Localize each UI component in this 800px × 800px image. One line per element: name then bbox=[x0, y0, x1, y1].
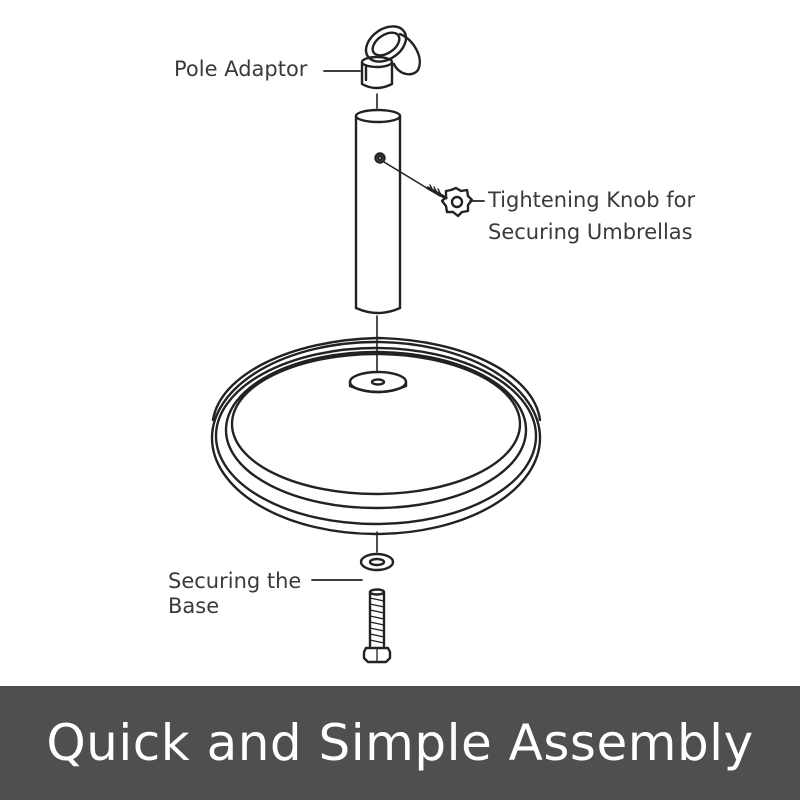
top-washer bbox=[348, 370, 408, 394]
umbrella-base bbox=[210, 336, 542, 536]
assembly-diagram bbox=[210, 25, 542, 664]
label-pole-adaptor: Pole Adaptor bbox=[174, 57, 308, 81]
tightening-knob bbox=[383, 161, 474, 218]
pole-tube bbox=[354, 108, 402, 315]
banner-title: Quick and Simple Assembly bbox=[46, 714, 754, 772]
label-tightening-knob-line2: Securing Umbrellas bbox=[488, 220, 693, 244]
pole-adaptor bbox=[360, 25, 421, 90]
label-tightening-knob-line1: Tightening Knob for bbox=[488, 188, 696, 212]
label-securing-base-line2: Base bbox=[168, 594, 220, 618]
base-bolt bbox=[362, 588, 392, 664]
title-banner: Quick and Simple Assembly bbox=[0, 686, 800, 800]
label-securing-base-line1: Securing the bbox=[168, 569, 302, 593]
bottom-washer bbox=[359, 552, 395, 572]
